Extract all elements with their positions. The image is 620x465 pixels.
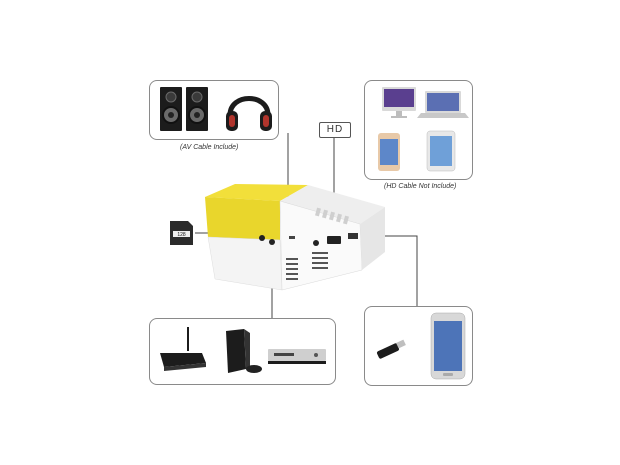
mini-projector-icon	[205, 184, 385, 291]
hd-label: HD	[319, 122, 351, 138]
speaker-icon	[160, 87, 182, 131]
usb-devices-art	[376, 312, 466, 380]
headphones-icon	[226, 96, 272, 131]
hd-cable-caption: (HD Cable Not Include)	[384, 183, 457, 190]
smartphone-icon	[430, 312, 466, 380]
usb-devices-panel	[364, 306, 473, 386]
av-devices-panel	[149, 318, 336, 385]
hd-devices-art	[378, 87, 469, 172]
dvd-player-icon	[268, 349, 326, 364]
av-cable-caption: (AV Cable Include)	[180, 144, 239, 151]
sd-card-label: 128	[177, 232, 186, 238]
speaker-icon	[186, 87, 208, 131]
tv-box-icon	[160, 327, 206, 371]
iphone-icon	[378, 133, 400, 171]
laptop-icon	[417, 91, 469, 118]
imac-icon	[382, 87, 416, 118]
sd-card-icon: 128	[170, 221, 193, 245]
usb-flash-drive-icon	[376, 339, 406, 359]
game-console-icon	[226, 329, 262, 373]
audio-devices-panel	[149, 80, 279, 140]
hd-devices-panel	[364, 80, 473, 180]
av-devices-art	[160, 327, 326, 373]
audio-devices-art	[160, 87, 272, 131]
ipad-icon	[426, 130, 456, 172]
